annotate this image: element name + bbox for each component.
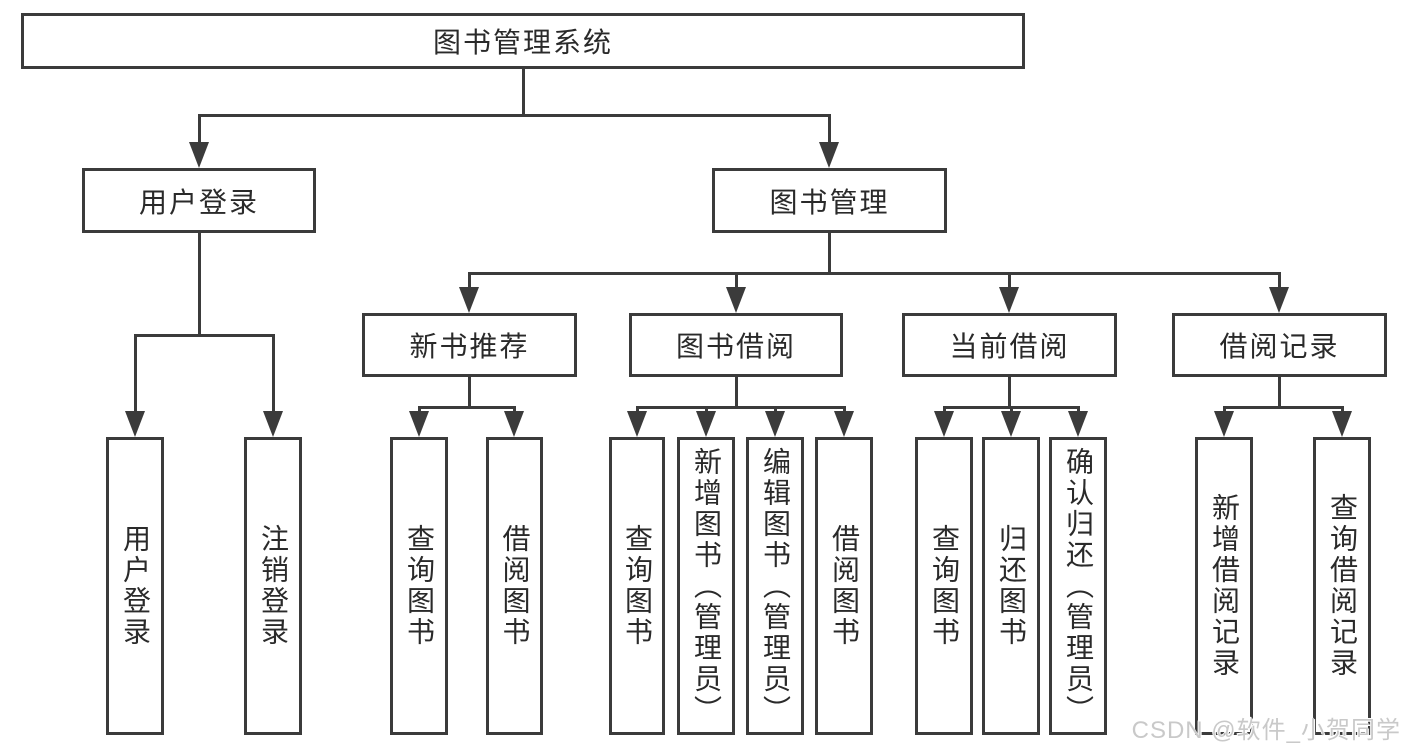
arrowhead bbox=[409, 411, 429, 437]
arrowhead bbox=[999, 287, 1019, 313]
node-leaf-return-book: 归还图书 bbox=[982, 437, 1040, 735]
arrowhead bbox=[1214, 411, 1234, 437]
arrowhead bbox=[627, 411, 647, 437]
connector-line bbox=[827, 232, 831, 275]
connector-line bbox=[467, 271, 1281, 275]
node-leaf-logout: 注销登录 bbox=[244, 437, 302, 735]
arrowhead bbox=[1001, 411, 1021, 437]
node-leaf-add-book-admin: 新增图书（管理员） bbox=[677, 437, 735, 735]
arrowhead bbox=[726, 287, 746, 313]
node-book-management: 图书管理 bbox=[712, 168, 947, 233]
arrowhead bbox=[1068, 411, 1088, 437]
arrowhead bbox=[189, 142, 209, 168]
connector-line bbox=[467, 273, 471, 293]
connector-line bbox=[197, 113, 831, 117]
node-label: 查询图书 bbox=[622, 524, 653, 648]
arrowhead bbox=[765, 411, 785, 437]
node-label: 借阅图书 bbox=[829, 524, 860, 648]
arrowhead bbox=[504, 411, 524, 437]
node-root-system: 图书管理系统 bbox=[21, 13, 1025, 69]
arrowhead bbox=[934, 411, 954, 437]
node-label: 用户登录 bbox=[138, 186, 259, 218]
node-label: 新书推荐 bbox=[409, 331, 530, 362]
node-leaf-borrow-books-recommend: 借阅图书 bbox=[486, 437, 543, 735]
node-label: 归还图书 bbox=[996, 524, 1027, 648]
node-label: 新增图书（管理员） bbox=[691, 446, 722, 726]
arrowhead bbox=[819, 142, 839, 168]
connector-line bbox=[417, 405, 516, 409]
arrowhead bbox=[1269, 287, 1289, 313]
node-new-book-recommend: 新书推荐 bbox=[362, 313, 577, 377]
node-label: 图书管理系统 bbox=[432, 27, 613, 58]
node-label: 查询借阅记录 bbox=[1327, 493, 1358, 679]
connector-line bbox=[1222, 405, 1344, 409]
connector-line bbox=[133, 335, 137, 414]
node-leaf-confirm-return-admin: 确认归还（管理员） bbox=[1049, 437, 1107, 735]
node-label: 注销登录 bbox=[258, 524, 289, 648]
connector-line bbox=[827, 115, 831, 148]
node-leaf-query-books-borrow: 查询图书 bbox=[609, 437, 665, 735]
node-leaf-query-borrow-record: 查询借阅记录 bbox=[1313, 437, 1371, 735]
connector-line bbox=[1277, 377, 1281, 409]
csdn-watermark: CSDN @软件_小贺同学 bbox=[1131, 717, 1401, 744]
node-label: 确认归还（管理员） bbox=[1063, 446, 1094, 726]
node-label: 新增借阅记录 bbox=[1209, 493, 1240, 679]
node-leaf-query-books-current: 查询图书 bbox=[915, 437, 973, 735]
connector-line bbox=[197, 115, 201, 148]
node-borrowing-records: 借阅记录 bbox=[1172, 313, 1387, 377]
node-label: 图书管理 bbox=[769, 186, 890, 218]
arrowhead bbox=[459, 287, 479, 313]
connector-line bbox=[133, 333, 275, 337]
arrowhead bbox=[263, 411, 283, 437]
connector-line bbox=[467, 377, 471, 409]
connector-line bbox=[197, 232, 201, 337]
node-leaf-edit-book-admin: 编辑图书（管理员） bbox=[746, 437, 804, 735]
node-user-login: 用户登录 bbox=[82, 168, 316, 233]
node-leaf-borrow-books: 借阅图书 bbox=[815, 437, 873, 735]
node-leaf-query-books-recommend: 查询图书 bbox=[390, 437, 448, 735]
node-label: 借阅记录 bbox=[1219, 331, 1340, 362]
node-leaf-add-borrow-record: 新增借阅记录 bbox=[1195, 437, 1253, 735]
connector-line bbox=[1277, 273, 1281, 293]
connector-line bbox=[1007, 273, 1011, 293]
node-label: 查询图书 bbox=[404, 524, 435, 648]
node-label: 图书借阅 bbox=[675, 331, 796, 362]
node-label: 编辑图书（管理员） bbox=[760, 446, 791, 726]
connector-line bbox=[271, 335, 275, 414]
connector-line bbox=[635, 405, 846, 409]
node-book-borrowing: 图书借阅 bbox=[629, 313, 843, 377]
node-label: 当前借阅 bbox=[949, 331, 1070, 362]
connector-line bbox=[734, 273, 738, 293]
arrowhead bbox=[1332, 411, 1352, 437]
arrowhead bbox=[696, 411, 716, 437]
arrowhead bbox=[125, 411, 145, 437]
node-label: 用户登录 bbox=[120, 524, 151, 648]
node-label: 借阅图书 bbox=[499, 524, 531, 648]
connector-line bbox=[1007, 377, 1011, 409]
node-current-borrowing: 当前借阅 bbox=[902, 313, 1117, 377]
connector-line bbox=[734, 377, 738, 409]
node-leaf-user-login: 用户登录 bbox=[106, 437, 164, 735]
connector-line bbox=[521, 68, 525, 116]
node-label: 查询图书 bbox=[929, 524, 960, 648]
arrowhead bbox=[834, 411, 854, 437]
